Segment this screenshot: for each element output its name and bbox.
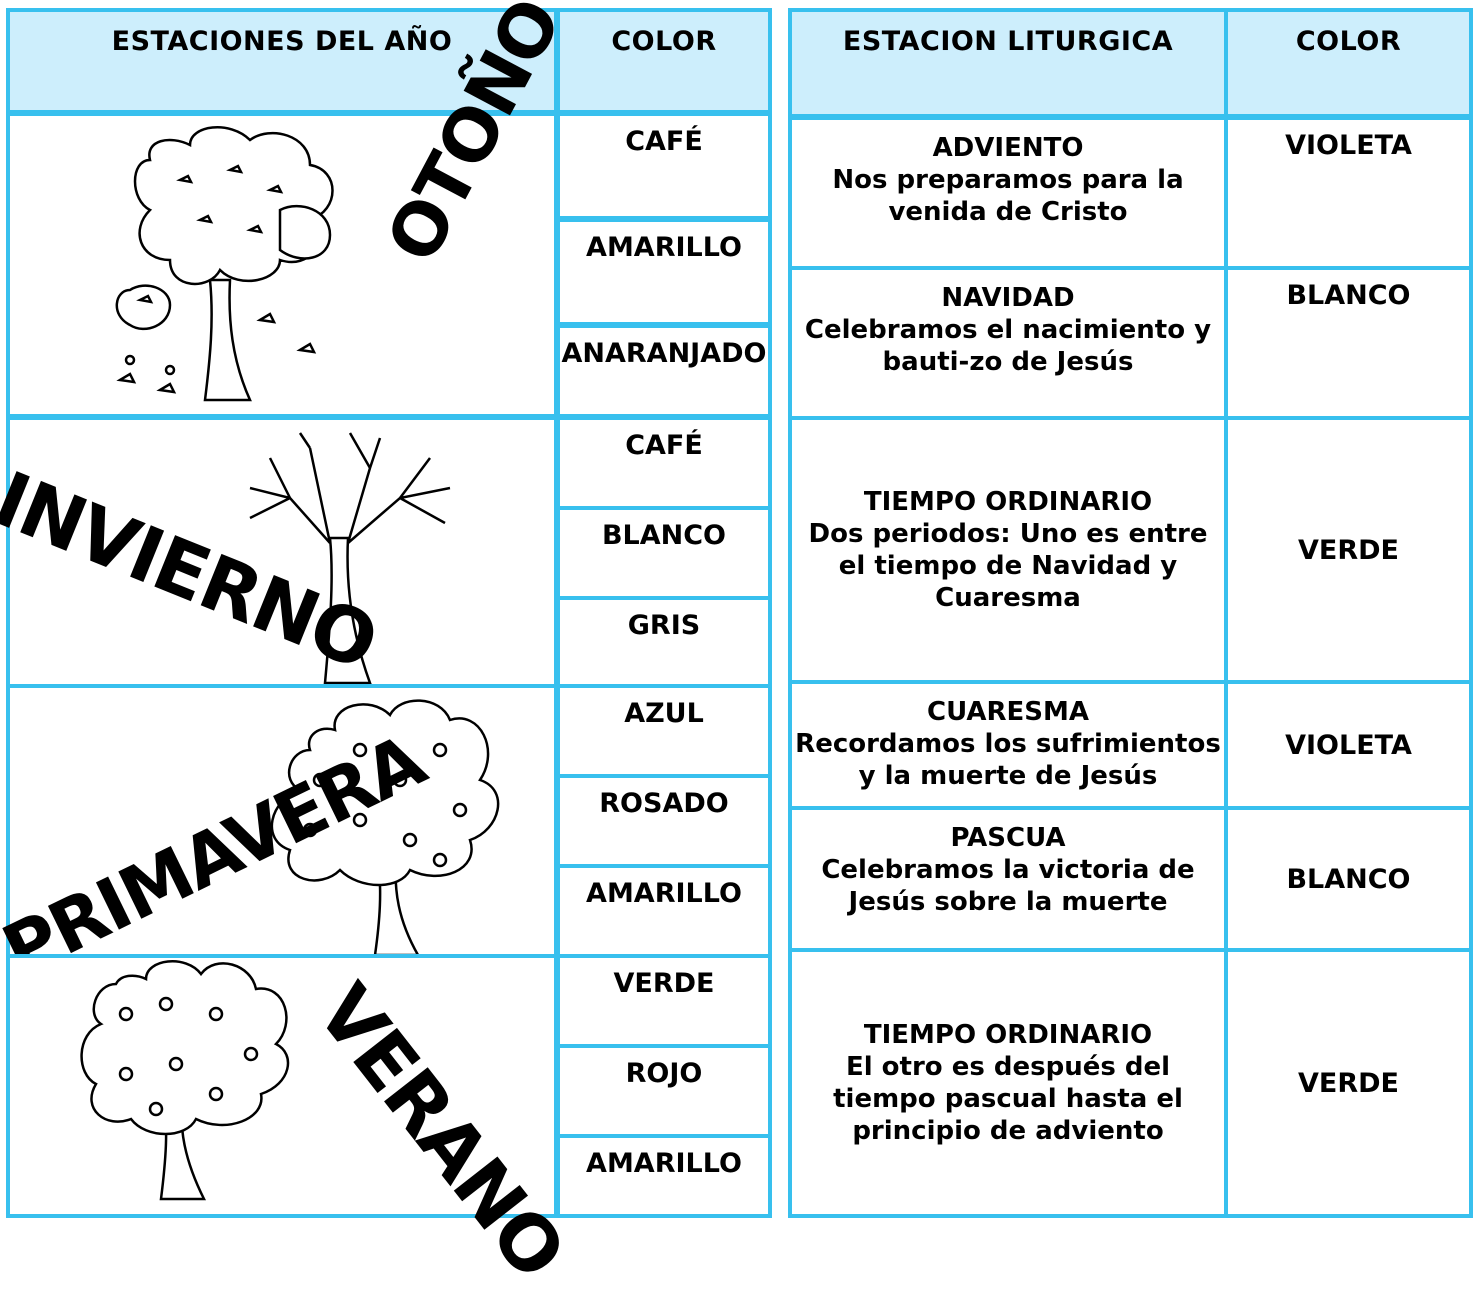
color-verano-3: AMARILLO xyxy=(556,1134,772,1218)
liturgical-color-navidad: BLANCO xyxy=(1224,266,1473,420)
liturgical-title: TIEMPO ORDINARIO xyxy=(863,1020,1153,1050)
liturgical-color-cuaresma: VIOLETA xyxy=(1224,680,1473,810)
season-cell-otono: OTOÑO xyxy=(6,0,577,418)
liturgical-color-adviento: VIOLETA xyxy=(1224,116,1473,270)
fruit-tree-icon xyxy=(80,960,290,1201)
flower-tree-icon xyxy=(270,699,500,957)
bare-tree-icon xyxy=(249,432,451,685)
liturgical-header: ESTACION LITURGICA xyxy=(788,8,1228,118)
liturgical-color-header: COLOR xyxy=(1224,8,1473,118)
seasons-table: ESTACIONES DEL AÑO COLOR OTOÑO xyxy=(0,0,774,1294)
liturgical-title: ADVIENTO xyxy=(932,133,1084,163)
liturgical-desc: Dos periodos: Uno es entre el tiempo de … xyxy=(808,519,1208,613)
liturgical-desc: Recordamos los sufrimientos y la muerte … xyxy=(795,729,1221,791)
liturgical-row-ordinario-1: TIEMPO ORDINARIO Dos periodos: Uno es en… xyxy=(788,416,1228,684)
liturgical-row-ordinario-2: TIEMPO ORDINARIO El otro es después del … xyxy=(788,948,1228,1218)
liturgical-table: ESTACION LITURGICA COLOR ADVIENTO Nos pr… xyxy=(788,8,1473,1218)
liturgical-desc: Celebramos la victoria de Jesús sobre la… xyxy=(821,855,1195,917)
liturgical-color-ordinario-2: VERDE xyxy=(1224,948,1473,1218)
color-verano-1: VERDE xyxy=(556,954,772,1048)
liturgical-color-pascua: BLANCO xyxy=(1224,806,1473,952)
liturgical-desc: Nos preparamos para la venida de Cristo xyxy=(832,165,1184,227)
liturgical-title: PASCUA xyxy=(950,823,1066,853)
liturgical-color-ordinario-1: VERDE xyxy=(1224,416,1473,684)
liturgical-desc: El otro es después del tiempo pascual ha… xyxy=(833,1052,1183,1146)
season-cell-invierno: INVIERNO xyxy=(0,416,558,688)
autumn-tree-icon xyxy=(115,126,334,402)
season-cell-primavera: PRIMAVERA xyxy=(0,684,558,993)
liturgical-desc: Celebramos el nacimiento y bauti-zo de J… xyxy=(804,315,1212,377)
color-invierno-3: GRIS xyxy=(556,596,772,688)
color-verano-2: ROJO xyxy=(556,1044,772,1138)
liturgical-title: TIEMPO ORDINARIO xyxy=(863,487,1153,517)
seasons-header: ESTACIONES DEL AÑO xyxy=(6,8,558,114)
color-primavera-2: ROSADO xyxy=(556,774,772,868)
seasons-color-header: COLOR xyxy=(556,8,772,114)
season-name-verano: VERANO xyxy=(299,968,582,1294)
color-otono-1: CAFÉ xyxy=(556,112,772,220)
color-invierno-1: CAFÉ xyxy=(556,416,772,510)
liturgical-row-navidad: NAVIDAD Celebramos el nacimiento y bauti… xyxy=(788,266,1228,420)
color-primavera-3: AMARILLO xyxy=(556,864,772,958)
color-otono-2: AMARILLO xyxy=(556,218,772,326)
liturgical-row-adviento: ADVIENTO Nos preparamos para la venida d… xyxy=(788,116,1228,270)
liturgical-title: CUARESMA xyxy=(926,697,1090,727)
color-otono-3: ANARANJADO xyxy=(556,324,772,418)
liturgical-row-cuaresma: CUARESMA Recordamos los sufrimientos y l… xyxy=(788,680,1228,810)
color-primavera-1: AZUL xyxy=(556,684,772,778)
liturgical-row-pascua: PASCUA Celebramos la victoria de Jesús s… xyxy=(788,806,1228,952)
season-cell-verano: VERANO xyxy=(6,954,582,1294)
color-invierno-2: BLANCO xyxy=(556,506,772,600)
liturgical-title: NAVIDAD xyxy=(941,283,1075,313)
